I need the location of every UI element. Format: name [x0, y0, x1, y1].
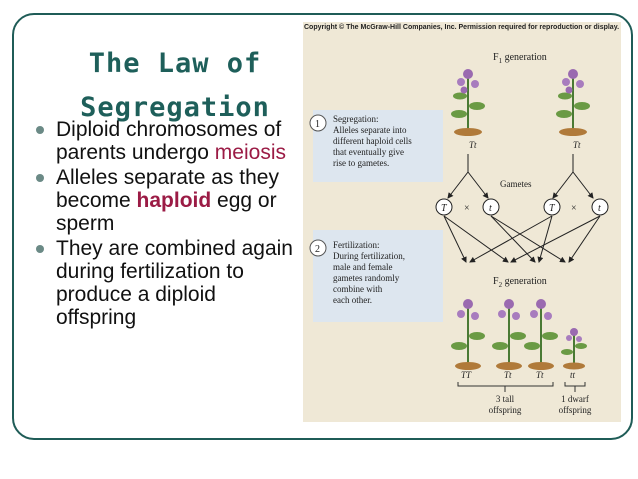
step2-line: each other. — [333, 295, 372, 305]
title-line-2: Segregation — [80, 92, 270, 123]
dwarf-summary: 1 dwarf — [561, 394, 589, 404]
offspring-genotype: Tt — [504, 370, 512, 380]
step2-line: gametes randomly — [333, 273, 400, 283]
tall-summary: 3 tall — [496, 394, 515, 404]
svg-text:T: T — [549, 203, 556, 214]
bullet-item: Alleles separate as they become haploid … — [30, 166, 300, 235]
step2-line: male and female — [333, 262, 392, 272]
step2-box — [313, 230, 443, 322]
f1-generation-label: F1 generation — [493, 52, 547, 65]
bullet-dot — [36, 126, 44, 134]
offspring-plant-TT — [451, 299, 485, 370]
svg-text:T: T — [441, 203, 448, 214]
offspring-genotype: Tt — [536, 370, 544, 380]
svg-text:t: t — [489, 203, 492, 214]
bullet-item: Diploid chromosomes of parents undergo m… — [30, 118, 300, 164]
gamete-T-right: T — [543, 198, 561, 216]
slide-frame — [12, 13, 633, 440]
gamete-t-right: t — [591, 198, 609, 216]
parent-right-genotype: Tt — [573, 140, 581, 150]
parent-plant-right — [556, 69, 590, 136]
gamete-t-left: t — [482, 198, 500, 216]
step2-title: Fertilization: — [333, 240, 380, 250]
tall-summary-line2: offspring — [489, 405, 522, 415]
offspring-plant-Tt-1 — [492, 299, 526, 370]
bullet-text: Diploid chromosomes of parents undergo — [56, 118, 282, 164]
segregation-diagram: F1 generation Tt Tt 1 Segregation: Allel… — [309, 52, 609, 415]
step2-number: 2 — [315, 244, 320, 255]
step2-number-circle — [309, 239, 327, 257]
step1-line: different haploid cells — [333, 136, 412, 146]
f2-generation-label: F2 generation — [493, 276, 547, 289]
parent-left-genotype: Tt — [469, 140, 477, 150]
bullet-accent-haploid: haploid — [136, 189, 212, 212]
bullet-list: Diploid chromosomes of parents undergo m… — [30, 118, 300, 331]
slide-title: The Law of Segregation — [70, 42, 280, 130]
offspring-genotype: TT — [461, 370, 472, 380]
copyright-notice: Copyright © The McGraw-Hill Companies, I… — [304, 24, 620, 31]
step1-line: rise to gametes. — [333, 158, 389, 168]
bullet-text: They are combined again during fertiliza… — [56, 237, 293, 329]
step2-line: During fertilization, — [333, 251, 405, 261]
bullet-accent-meiosis: meiosis — [214, 141, 286, 164]
gamete-T-left: T — [435, 198, 453, 216]
title-line-1: The Law of — [88, 48, 262, 79]
parent-to-gamete-arrows — [447, 154, 594, 199]
step1-line: that eventually give — [333, 147, 404, 157]
step1-title: Segregation: — [333, 114, 379, 124]
bullet-text-tail: egg or sperm — [56, 189, 277, 235]
fertilization-arrows — [443, 215, 601, 263]
offspring-plant-tt — [561, 328, 587, 370]
bullet-dot — [36, 245, 44, 253]
step1-number: 1 — [315, 119, 320, 130]
dwarf-summary-line2: offspring — [559, 405, 592, 415]
offspring-plant-Tt-2 — [524, 299, 558, 370]
parent-plant-left — [451, 69, 485, 136]
gametes-label: Gametes — [500, 179, 532, 189]
summary-brackets — [457, 382, 586, 392]
bullet-text: Alleles separate as they become — [56, 166, 279, 212]
svg-text:t: t — [598, 203, 601, 214]
step1-number-circle — [309, 114, 327, 132]
cross-symbol-left: × — [464, 203, 470, 214]
step1-box — [313, 110, 443, 182]
cross-symbol-right: × — [571, 203, 577, 214]
bullet-dot — [36, 174, 44, 182]
step2-line: combine with — [333, 284, 383, 294]
offspring-genotype: tt — [570, 370, 576, 380]
bullet-item: They are combined again during fertiliza… — [30, 237, 300, 329]
step1-line: Alleles separate into — [333, 125, 407, 135]
